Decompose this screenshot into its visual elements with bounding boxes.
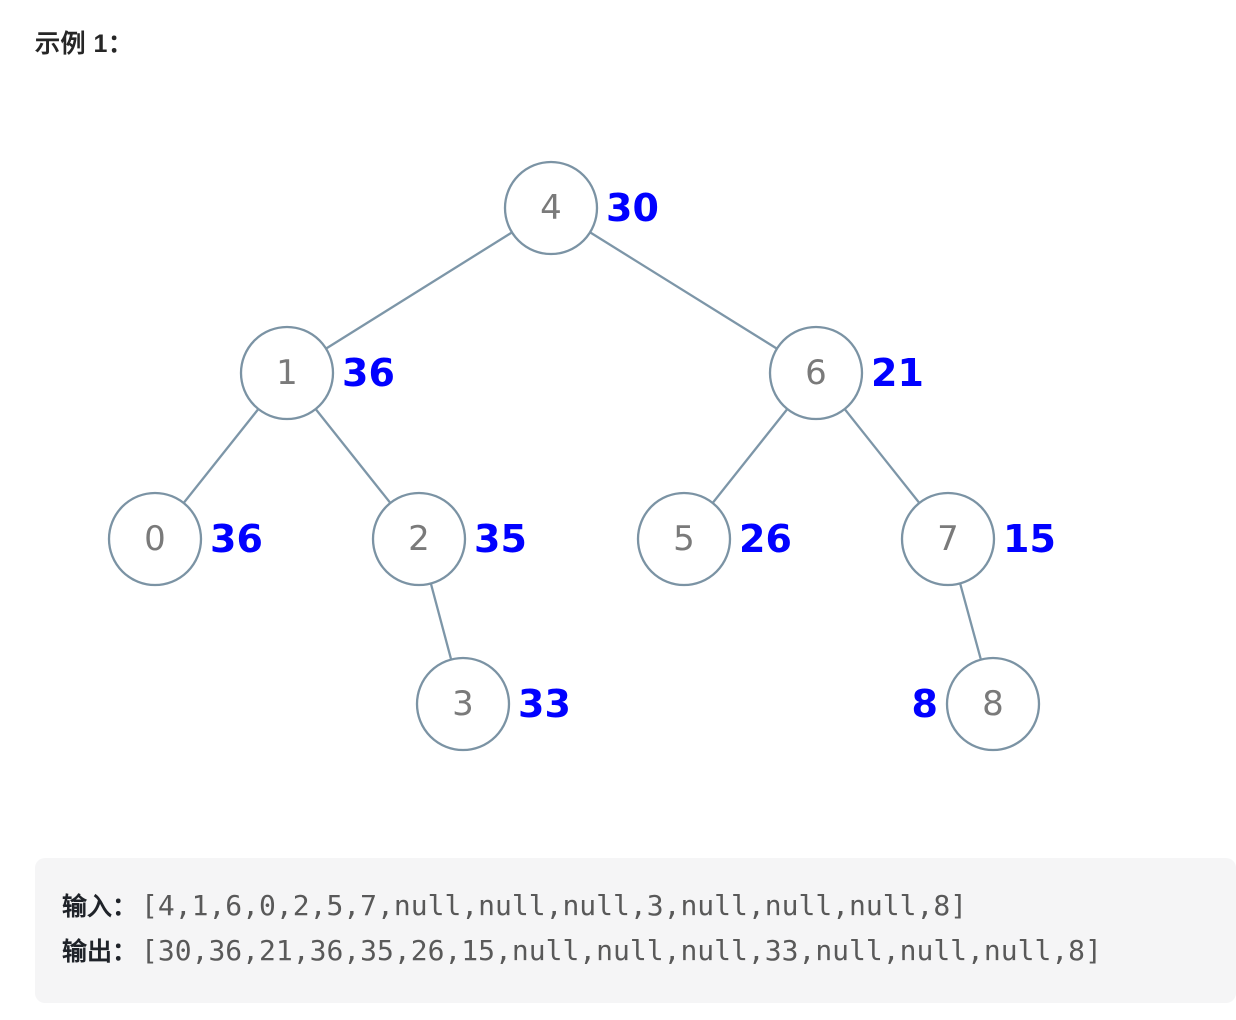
- tree-node-4: 4 30: [503, 160, 659, 256]
- tree-node-5: 5 26: [636, 491, 792, 587]
- node-value: 3: [452, 684, 474, 724]
- tree-node-1: 1 36: [239, 325, 395, 421]
- node-value: 5: [673, 519, 695, 559]
- node-sum-label: 26: [739, 517, 792, 561]
- node-sum-label: 8: [912, 682, 938, 726]
- tree-node-0: 0 36: [107, 491, 263, 587]
- node-circle: [945, 656, 1041, 752]
- node-sum-label: 15: [1003, 517, 1056, 561]
- node-sum-label: 36: [342, 351, 395, 395]
- input-label: 输入：: [62, 893, 138, 921]
- node-circle: [636, 491, 732, 587]
- node-sum-label: 30: [606, 186, 659, 230]
- node-sum-label: 33: [518, 682, 571, 726]
- node-value: 8: [982, 684, 1004, 724]
- node-circle: [239, 325, 335, 421]
- tree-node-2: 2 35: [371, 491, 527, 587]
- tree-edge: [286, 207, 552, 374]
- output-label: 输出：: [62, 938, 138, 966]
- node-value: 4: [540, 188, 562, 228]
- node-circle: [503, 160, 599, 256]
- input-value: [4,1,6,0,2,5,7,null,null,null,3,null,nul…: [141, 889, 968, 922]
- tree-node-7: 7 15: [900, 491, 1056, 587]
- node-value: 0: [144, 519, 166, 559]
- node-value: 7: [937, 519, 959, 559]
- node-sum-label: 36: [210, 517, 263, 561]
- node-value: 2: [408, 519, 430, 559]
- tree-node-6: 6 21: [768, 325, 924, 421]
- node-sum-label: 21: [871, 351, 924, 395]
- example-title: 示例 1：: [35, 30, 134, 58]
- input-line: 输入：[4,1,6,0,2,5,7,null,null,null,3,null,…: [62, 884, 1236, 929]
- tree-node-8: 88: [912, 656, 1041, 752]
- node-circle: [415, 656, 511, 752]
- node-sum-label: 35: [474, 517, 527, 561]
- node-value: 6: [805, 353, 827, 393]
- node-circle: [768, 325, 864, 421]
- node-circle: [371, 491, 467, 587]
- output-value: [30,36,21,36,35,26,15,null,null,null,33,…: [141, 934, 1102, 967]
- node-value: 1: [276, 353, 298, 393]
- output-line: 输出：[30,36,21,36,35,26,15,null,null,null,…: [62, 929, 1236, 974]
- node-circle: [900, 491, 996, 587]
- tree-edge: [550, 207, 817, 374]
- io-box: 输入：[4,1,6,0,2,5,7,null,null,null,3,null,…: [35, 858, 1236, 1003]
- node-circle: [107, 491, 203, 587]
